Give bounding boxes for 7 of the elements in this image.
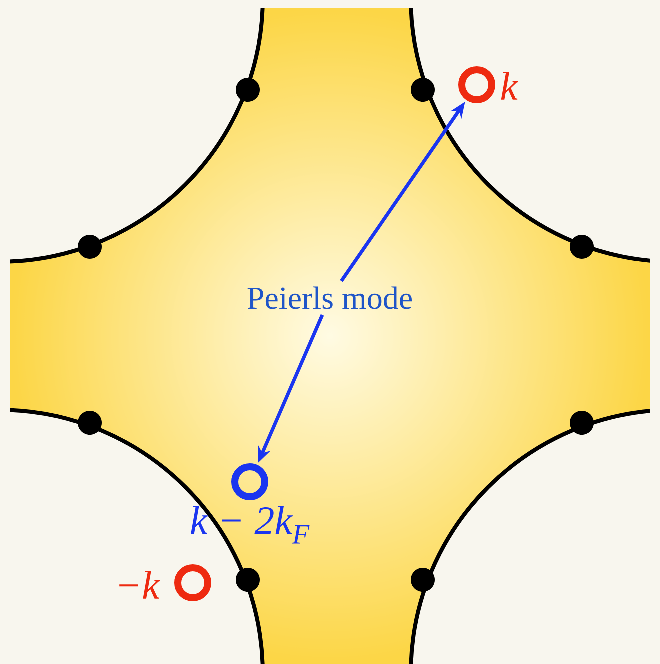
- mode-label: Peierls mode: [248, 286, 412, 310]
- momentum-label: k − 2k$_{F}$: [191, 506, 310, 544]
- momentum-label: −k: [120, 571, 160, 599]
- ring-marker: [174, 564, 212, 602]
- ring-marker: [458, 66, 496, 104]
- ring-marker: [232, 464, 268, 500]
- momentum-label: k: [501, 72, 519, 100]
